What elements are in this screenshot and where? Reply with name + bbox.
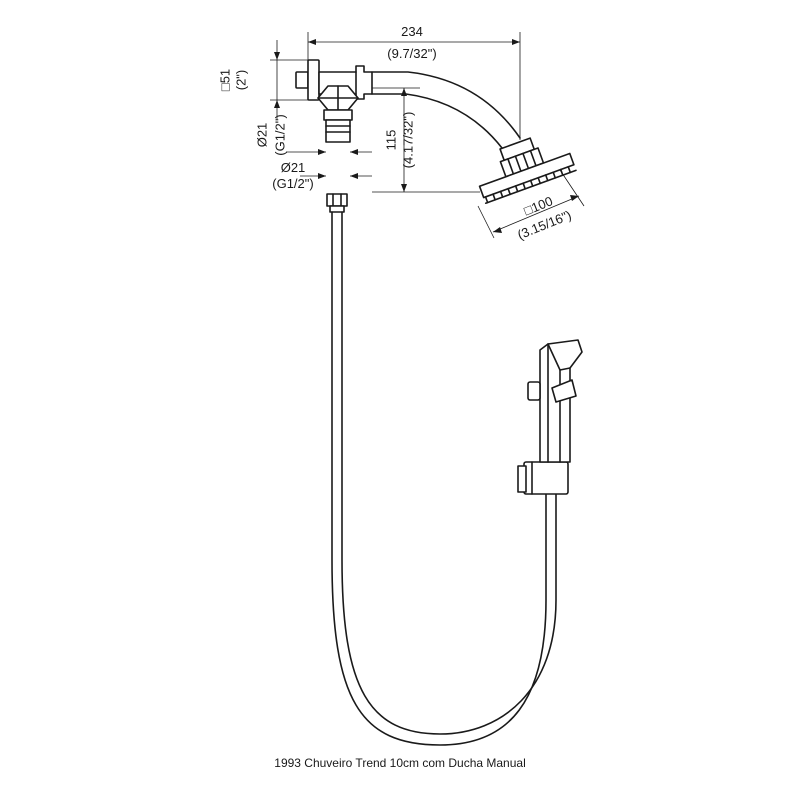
dimension-height: 115 (4.17/32") bbox=[370, 87, 480, 193]
inlet-mm-label: Ø21 bbox=[254, 123, 269, 148]
hose-end-nut bbox=[326, 193, 348, 213]
dimension-width: 234 (9.7/32") bbox=[307, 24, 521, 140]
dimension-head: □100 (3.15/16") bbox=[477, 169, 585, 242]
flange-in-label: (2") bbox=[233, 70, 248, 91]
hose-in-label: (G1/2") bbox=[272, 176, 313, 191]
flexible-hose bbox=[331, 211, 557, 746]
dimension-hose-nut: Ø21 (G1/2") bbox=[272, 160, 372, 191]
shower-head bbox=[478, 137, 577, 205]
height-mm-label: 115 bbox=[383, 130, 398, 151]
hose-mm-label: Ø21 bbox=[281, 160, 306, 175]
wall-flange bbox=[295, 59, 320, 101]
dimension-flange: □51 (2") bbox=[217, 40, 308, 120]
shower-arm bbox=[371, 71, 521, 149]
dimension-valve-outlet: Ø21 (G1/2") bbox=[254, 114, 372, 156]
diverter-valve bbox=[317, 85, 359, 143]
inlet-in-label: (G1/2") bbox=[272, 114, 287, 155]
height-in-label: (4.17/32") bbox=[400, 112, 415, 169]
width-in-label: (9.7/32") bbox=[387, 46, 436, 61]
hand-shower bbox=[527, 339, 583, 463]
flange-mm-label: □51 bbox=[217, 69, 232, 91]
width-mm-label: 234 bbox=[401, 24, 423, 39]
drawing-caption: 1993 Chuveiro Trend 10cm com Ducha Manua… bbox=[274, 756, 525, 770]
head-in-label: (3.15/16") bbox=[515, 207, 573, 242]
hose-holder bbox=[517, 461, 569, 495]
